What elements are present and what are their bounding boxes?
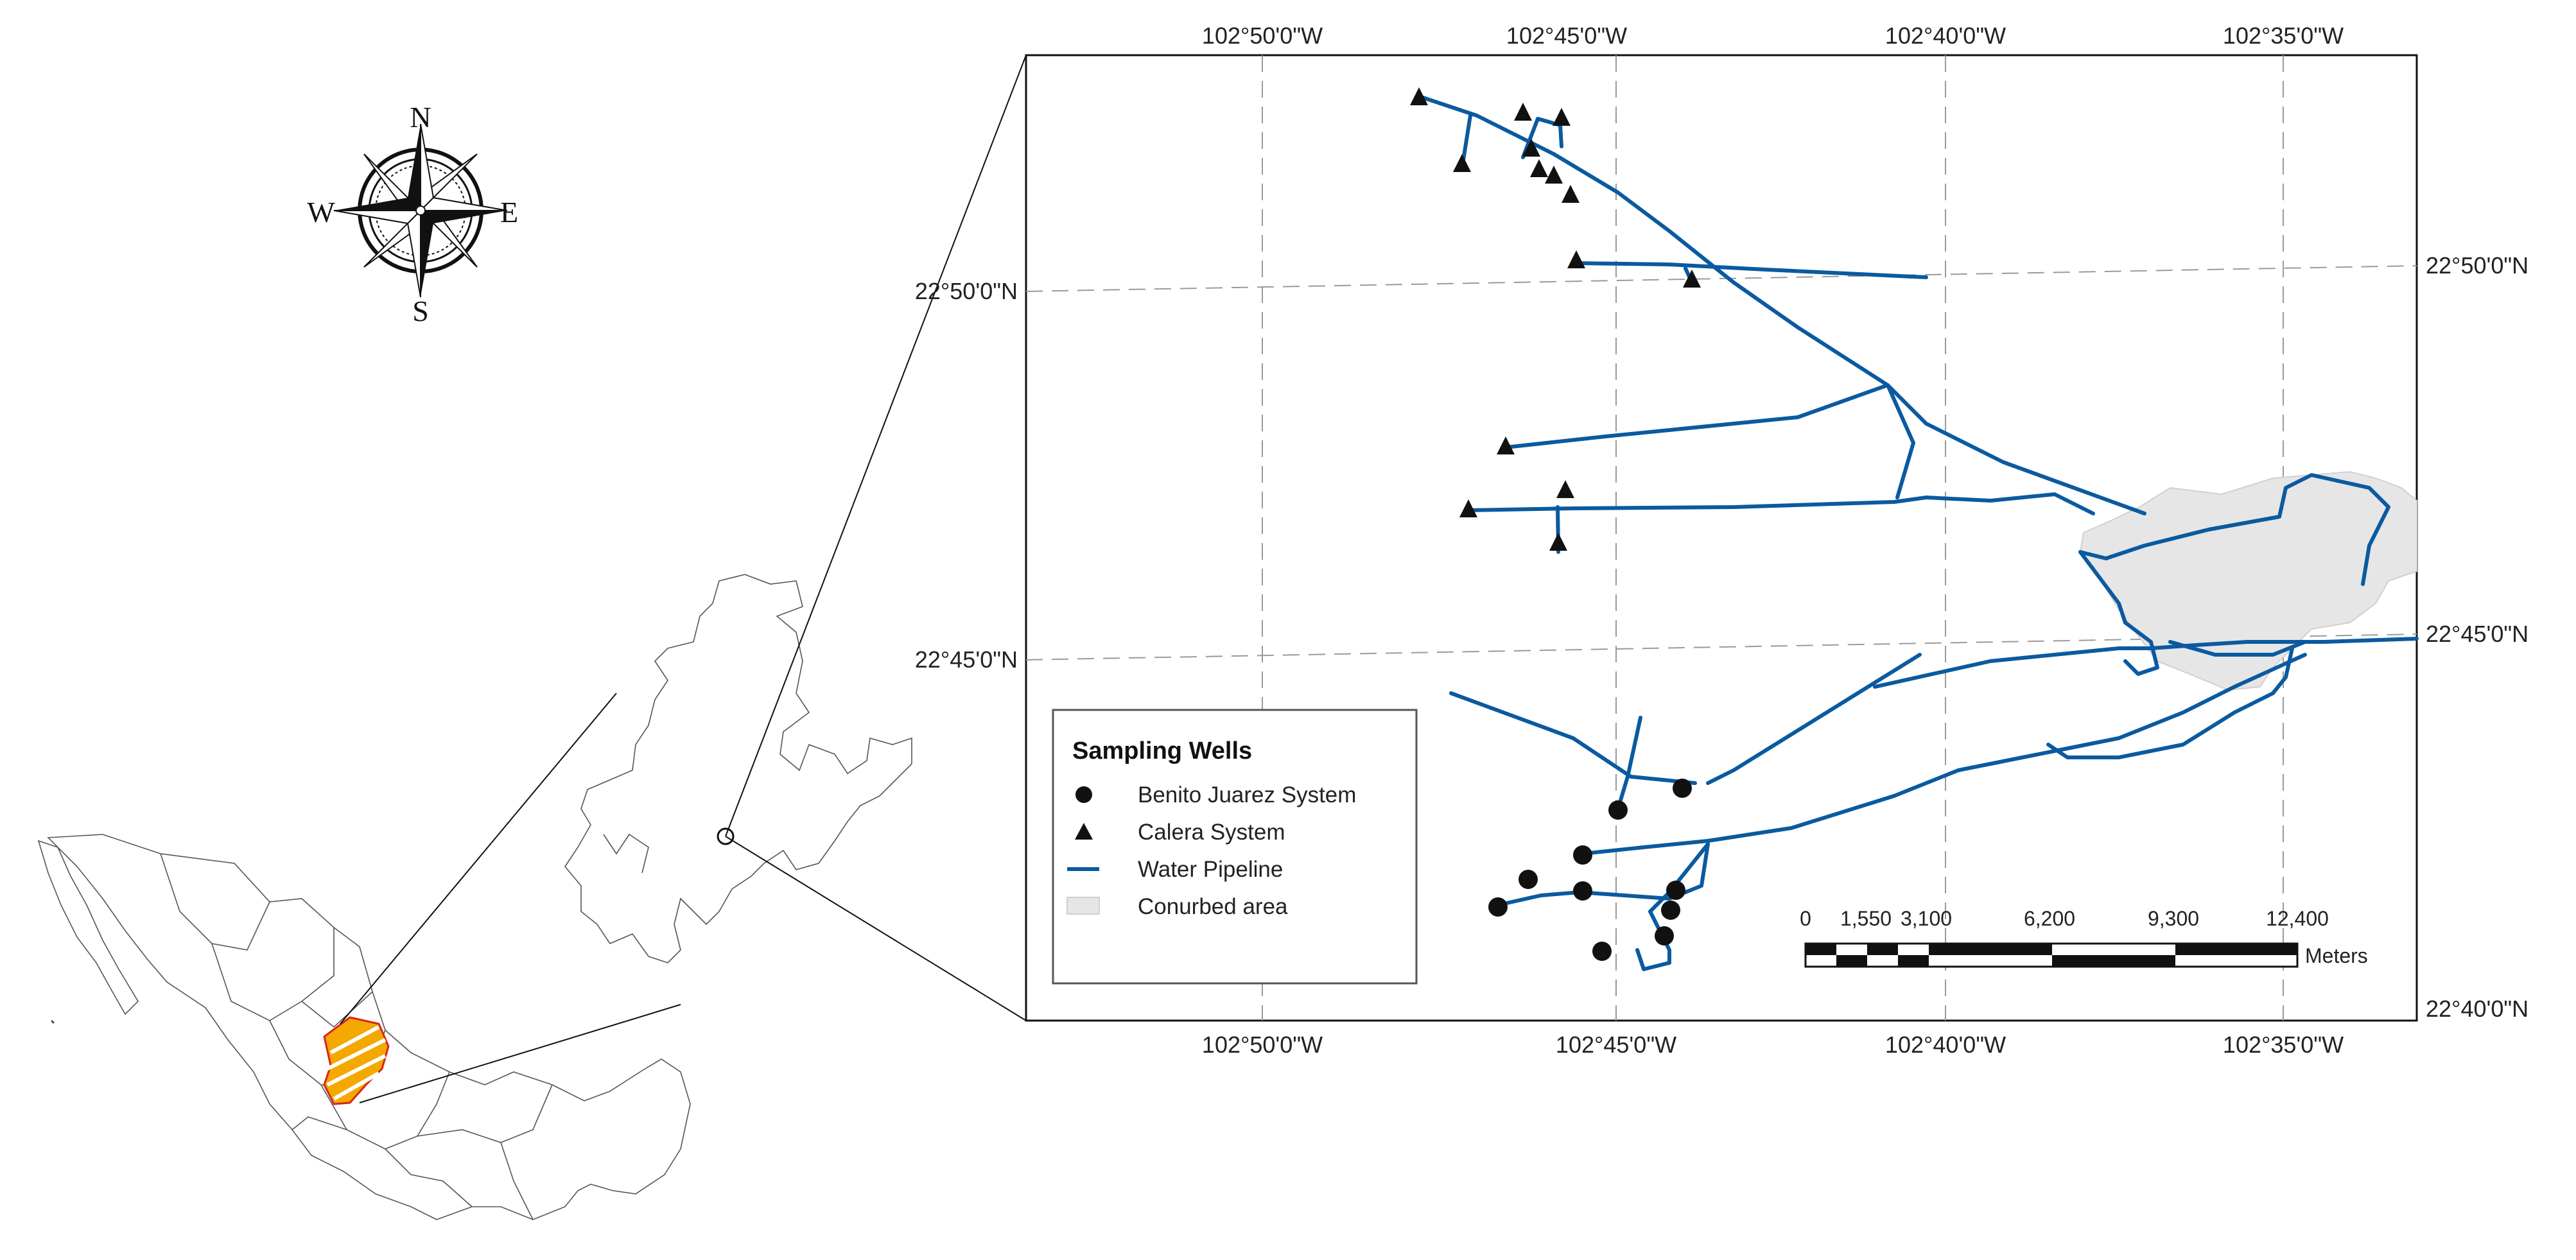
legend-triangle-symbol — [1075, 823, 1093, 840]
latitude-labels-left: 22°50'0"N 22°45'0"N — [915, 278, 1018, 673]
lat-label-left-2: 22°45'0"N — [915, 646, 1018, 673]
lon-label-bottom-3: 102°40'0"W — [1885, 1031, 2006, 1058]
legend-circle-symbol — [1075, 786, 1092, 803]
mexico-state-borders — [160, 853, 553, 1220]
compass-west-letter: W — [307, 196, 335, 229]
lon-label-top-4: 102°35'0"W — [2223, 22, 2344, 49]
small-island — [50, 1019, 55, 1024]
lon-label-top-3: 102°40'0"W — [1885, 22, 2006, 49]
legend-item-conurbed-area: Conurbed area — [1138, 894, 1288, 919]
calera-system-wells — [1410, 87, 1701, 551]
lat-label-right-1: 22°50'0"N — [2426, 252, 2528, 279]
scale-bar: 0 1,550 3,100 6,200 9,300 12,400 Meters — [1800, 907, 2368, 968]
water-pipelines — [1417, 94, 2419, 971]
lon-label-bottom-1: 102°50'0"W — [1202, 1031, 1323, 1058]
zacatecas-inner-border — [603, 833, 649, 874]
legend-area-symbol — [1066, 897, 1100, 915]
compass-north-letter: N — [410, 101, 431, 134]
mexico-outline — [47, 834, 691, 1220]
lat-label-right-3: 22°40'0"N — [2426, 996, 2528, 1022]
legend-title: Sampling Wells — [1072, 738, 1252, 764]
compass-south-letter: S — [412, 295, 429, 327]
longitude-labels-top: 102°50'0"W 102°45'0"W 102°40'0"W 102°35'… — [1202, 22, 2344, 49]
longitude-labels-bottom: 102°50'0"W 102°45'0"W 102°40'0"W 102°35'… — [1202, 1031, 2344, 1058]
scale-label-5: 9,300 — [2148, 907, 2199, 930]
compass-east-letter: E — [500, 196, 518, 229]
scale-label-2: 1,550 — [1840, 907, 1892, 930]
scale-unit: Meters — [2305, 944, 2368, 967]
legend-item-water-pipeline: Water Pipeline — [1138, 857, 1283, 882]
lon-label-bottom-4: 102°35'0"W — [2223, 1031, 2344, 1058]
scale-label-3: 3,100 — [1901, 907, 1952, 930]
compass-cardinal-points — [333, 123, 508, 298]
zacatecas-state-map — [564, 574, 912, 963]
scale-label-4: 6,200 — [2024, 907, 2075, 930]
benito-juarez-system-wells — [1488, 779, 1692, 961]
legend-item-benito-juarez: Benito Juarez System — [1138, 782, 1356, 807]
compass-rose — [333, 123, 508, 298]
map-legend: Sampling Wells Benito Juarez System Cale… — [1052, 709, 1418, 985]
lat-label-left-1: 22°50'0"N — [915, 278, 1018, 304]
study-region-zacatecas — [323, 1016, 390, 1105]
scale-label-6: 12,400 — [2266, 907, 2329, 930]
lon-label-top-2: 102°45'0"W — [1506, 22, 1627, 49]
baja-california — [37, 840, 139, 1015]
scale-label-1: 0 — [1800, 907, 1811, 930]
scale-bar-labels: 0 1,550 3,100 6,200 9,300 12,400 — [1800, 907, 2329, 930]
zoom-connector-lines — [340, 55, 1027, 1103]
legend-item-calera: Calera System — [1138, 820, 1285, 845]
latitude-labels-right: 22°50'0"N 22°45'0"N 22°40'0"N — [2426, 252, 2528, 1022]
lat-label-right-2: 22°45'0"N — [2426, 621, 2528, 647]
lon-label-top-1: 102°50'0"W — [1202, 22, 1323, 49]
zacatecas-state-outline — [564, 574, 912, 963]
mexico-overview-map — [37, 834, 691, 1220]
lon-label-bottom-2: 102°45'0"W — [1556, 1031, 1676, 1058]
